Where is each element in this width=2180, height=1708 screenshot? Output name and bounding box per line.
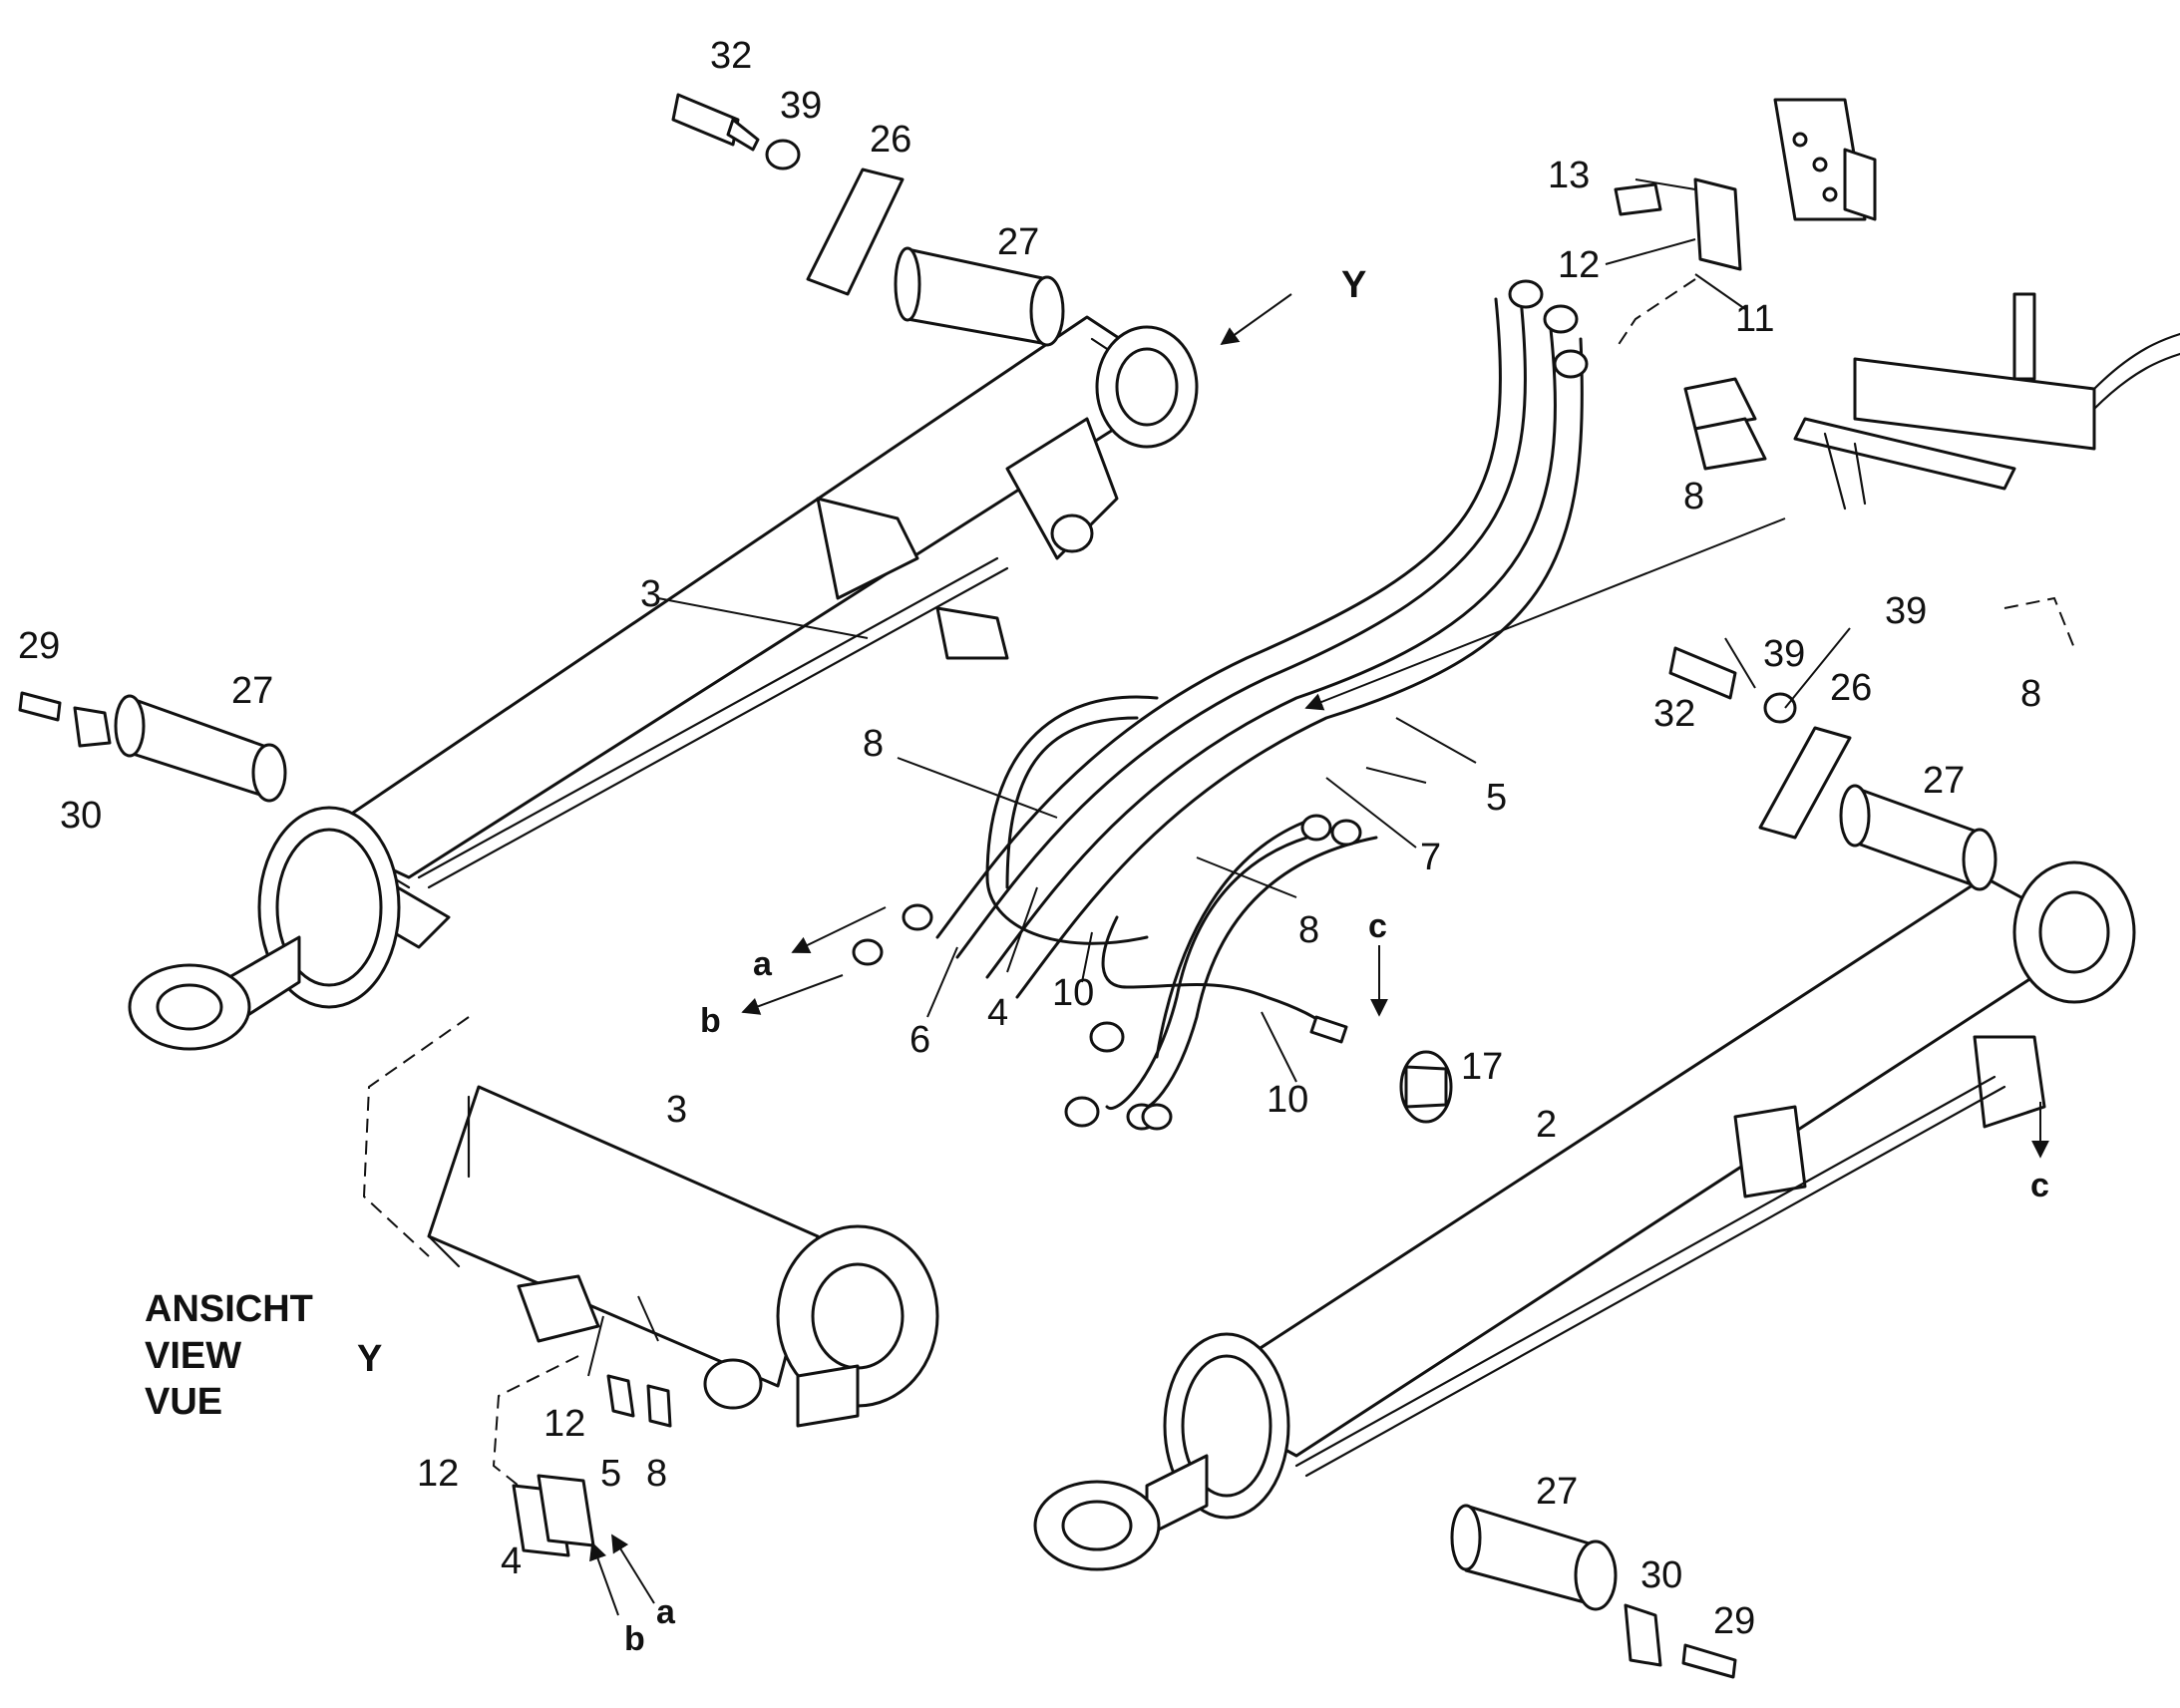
callout-12: 12 xyxy=(417,1453,459,1495)
callout-27: 27 xyxy=(231,670,273,712)
port-letter-b: b xyxy=(700,1002,721,1040)
callout-7: 7 xyxy=(1420,837,1441,878)
callout-39: 39 xyxy=(780,85,822,127)
callout-12: 12 xyxy=(1558,244,1600,286)
callout-3: 3 xyxy=(640,573,661,615)
view-marker-y: Y xyxy=(1341,264,1366,306)
callout-39: 39 xyxy=(1763,633,1805,675)
callout-8: 8 xyxy=(863,723,884,765)
callout-10: 10 xyxy=(1052,972,1094,1014)
port-letter-a: a xyxy=(753,945,773,983)
callout-3: 3 xyxy=(666,1089,687,1131)
hose-end-fittings xyxy=(852,279,1589,1131)
callout-29: 29 xyxy=(18,625,60,667)
callout-39: 39 xyxy=(1885,590,1927,632)
callout-26: 26 xyxy=(1830,667,1872,709)
port-letter-c: c xyxy=(2030,1167,2049,1204)
callout-27: 27 xyxy=(997,221,1039,263)
view-y-marker: Y Y ANSICHT VIEW VUE xyxy=(145,264,1366,1423)
callout-8: 8 xyxy=(2020,673,2041,715)
hydraulic-cylinder-3-upper xyxy=(128,315,1199,1051)
view-caption-line3: VUE xyxy=(145,1381,222,1423)
valve-manifold xyxy=(1614,98,2180,511)
callout-12: 12 xyxy=(544,1403,585,1445)
callout-numbers: 32 39 26 27 3 29 27 30 13 12 11 8 39 8 3… xyxy=(18,35,2041,1642)
callout-30: 30 xyxy=(1640,1554,1682,1596)
hydraulic-cylinder-3-view-y xyxy=(362,1016,939,1428)
callout-29: 29 xyxy=(1713,1600,1755,1642)
callout-4: 4 xyxy=(501,1540,522,1582)
callout-6: 6 xyxy=(909,1019,930,1061)
callout-26: 26 xyxy=(870,119,911,161)
callout-5: 5 xyxy=(600,1453,621,1495)
callout-27: 27 xyxy=(1923,760,1965,802)
callout-10: 10 xyxy=(1267,1079,1308,1121)
callout-5: 5 xyxy=(1486,777,1507,819)
callout-32: 32 xyxy=(710,35,752,77)
callout-8: 8 xyxy=(646,1453,667,1495)
hose-bundle xyxy=(935,297,1584,1111)
callout-8: 8 xyxy=(1683,476,1704,517)
port-letter-a: a xyxy=(656,1593,676,1631)
port-letter-c: c xyxy=(1368,907,1387,945)
callout-13: 13 xyxy=(1548,155,1590,196)
callout-30: 30 xyxy=(60,795,102,837)
port-letter-b: b xyxy=(624,1620,645,1658)
loose-hardware xyxy=(18,93,2075,1679)
callout-8: 8 xyxy=(1298,909,1319,951)
flow-arrows xyxy=(589,293,2049,1616)
view-caption-line2: VIEW xyxy=(145,1335,241,1377)
view-caption-line1: ANSICHT xyxy=(145,1288,313,1330)
view-caption-y: Y xyxy=(357,1338,382,1380)
callout-27: 27 xyxy=(1536,1471,1578,1513)
callout-17: 17 xyxy=(1461,1046,1503,1088)
callout-2: 2 xyxy=(1536,1104,1557,1146)
port-letters: a b c c a b xyxy=(624,907,2049,1658)
hydraulic-cylinder-2 xyxy=(1033,860,2136,1571)
callout-11: 11 xyxy=(1735,298,1774,340)
callout-4: 4 xyxy=(987,992,1008,1034)
leader-lines xyxy=(587,178,1851,1377)
callout-32: 32 xyxy=(1653,693,1695,735)
